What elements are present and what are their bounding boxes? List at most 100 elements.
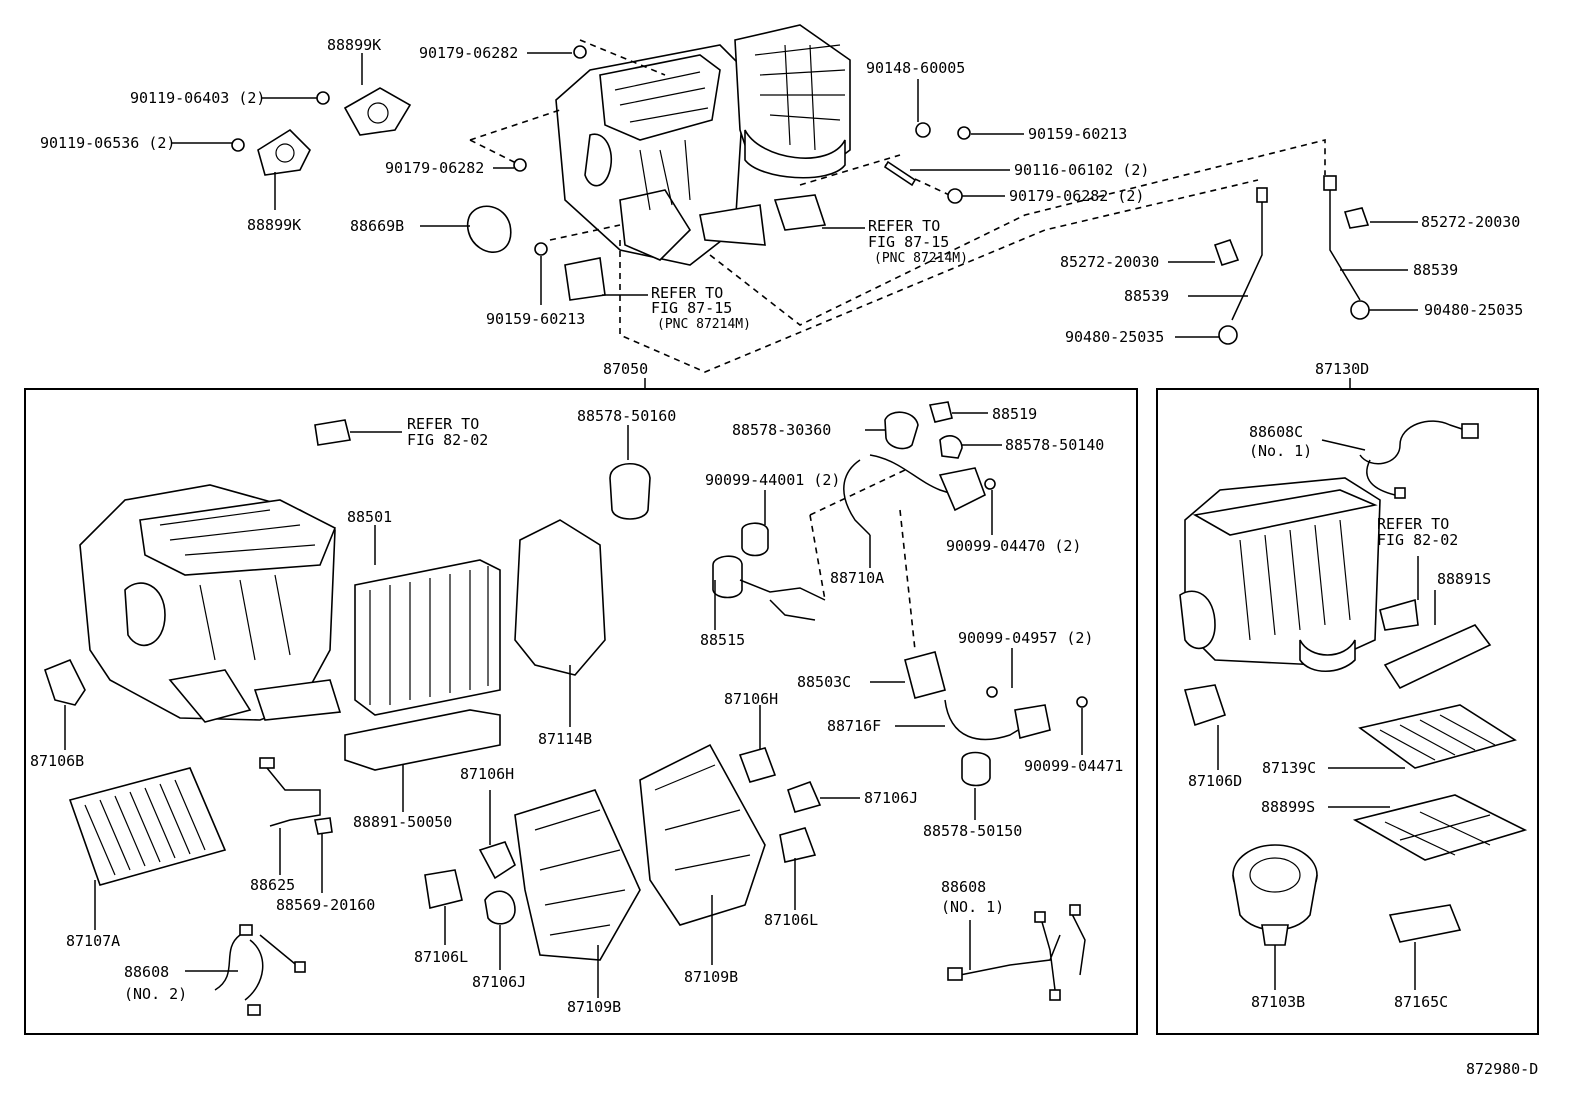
dashed-leader [619,179,1259,373]
clip-88519-icon [928,401,953,423]
bolt-icon [957,126,971,140]
label-87114B: 87114B [538,730,592,748]
label-87106L-a: 87106L [414,948,468,966]
label-87165C: 87165C [1394,993,1448,1011]
label-90480-25035-a: 90480-25035 [1424,301,1523,319]
label-88899K-bottom: 88899K [247,216,301,234]
label-88608C-sub: (No. 1) [1249,442,1312,460]
amplifier-87165C-icon [1388,904,1462,943]
gasket-88899K-icon [343,87,412,136]
label-88891S: 88891S [1437,570,1491,588]
label-88625: 88625 [250,876,295,894]
label-90159-60213-b: 90159-60213 [486,310,585,328]
label-87106H-b: 87106H [724,690,778,708]
dashed-leader [469,139,521,166]
label-87109B-b: 87109B [684,968,738,986]
group-box-87130D [1156,388,1539,1035]
expansion-valve-88515-icon [712,522,826,621]
actuator-87106L-a-icon [424,869,463,909]
stud-bolt-icon [883,160,917,187]
nut-icon [573,45,587,59]
label-90179-06282-c: 90179-06282 (2) [1009,187,1144,205]
label-88503C: 88503C [797,673,851,691]
bolt-icon [316,91,330,105]
bolt-icon [231,138,245,152]
actuator-87106J-b-icon [787,780,822,813]
label-88608-no2: 88608 [124,963,169,981]
label-88899S: 88899S [1261,798,1315,816]
label-88608-no1: 88608 [941,878,986,896]
label-88539-b: 88539 [1124,287,1169,305]
label-87106J-a: 87106J [472,973,526,991]
nut-icon [915,122,931,138]
duct-87109B-b-icon [639,743,766,926]
label-90119-06403: 90119-06403 (2) [130,89,265,107]
evaporator-88501-icon [354,559,501,716]
actuator-87106J-a-icon [484,890,516,925]
refer-87-15-a-line1: REFER TO [868,217,940,235]
refer-87-15-a-line2: FIG 87-15 [868,233,949,251]
resistor-87106D-icon [1183,684,1227,727]
dashed-leader [709,138,1326,326]
blower-unit-87130D-illustration [1179,477,1381,672]
label-90099-04957: 90099-04957 (2) [958,629,1093,647]
label-85272-20030-a: 85272-20030 [1421,213,1520,231]
duct-87109B-a-icon [514,789,641,961]
label-90480-25035-b: 90480-25035 [1065,328,1164,346]
bolt-icon [534,242,548,256]
dashed-leader [579,39,666,76]
dashed-leader [809,469,916,651]
seal-88891S-icon [1383,624,1492,690]
label-88710A: 88710A [830,569,884,587]
label-90179-06282-a: 90179-06282 [419,44,518,62]
grommet-90480-icon [1350,300,1370,320]
clip-icon [314,419,351,446]
label-88891-50050: 88891-50050 [353,813,452,831]
label-88669B: 88669B [350,217,404,235]
filter-frame-88899S-icon [1352,794,1528,861]
blower-motor-87103B-icon [1232,844,1318,946]
seal-88669B-icon [466,205,512,253]
duct-87214M-icon [773,194,827,231]
refer-87-15-b-line2: FIG 87-15 [651,299,732,317]
sensor-88503C-icon [904,651,946,699]
label-87103B: 87103B [1251,993,1305,1011]
label-90116-06102: 90116-06102 (2) [1014,161,1149,179]
label-87106H-a: 87106H [460,765,514,783]
dashed-leader [549,224,621,241]
actuator-87106B-icon [44,658,86,706]
actuator-87106H-a-icon [478,841,517,880]
nut-icon [947,188,963,204]
label-87106J-b: 87106J [864,789,918,807]
label-87050: 87050 [603,360,648,378]
actuator-87106L-b-icon [779,827,817,863]
clip-85272-icon [1343,207,1370,229]
label-90099-44001: 90099-44001 (2) [705,471,840,489]
label-87106L-b: 87106L [764,911,818,929]
filter-87139C-icon [1358,704,1517,769]
cover-87114B-icon [514,519,606,676]
clip-85272-icon [1213,239,1240,266]
actuator-87106H-b-icon [738,747,777,783]
refer-87-15-a-line3: (PNC 87214M) [874,251,968,266]
duct-87214M-icon [564,257,606,301]
refer-82-02-b-line2: FIG 82-02 [1377,531,1458,549]
harness-88608-no2-icon [214,924,306,1016]
pipe-88710A-icon [843,454,986,536]
label-90148-60005: 90148-60005 [866,59,965,77]
label-87106B: 87106B [30,752,84,770]
grommet-90480-icon [1218,325,1238,345]
refer-87-15-b-line3: (PNC 87214M) [657,317,751,332]
harness-88608C-icon [1359,420,1479,499]
refer-82-02-a-line2: FIG 82-02 [407,431,488,449]
label-90099-04470: 90099-04470 (2) [946,537,1081,555]
dashed-leader [469,109,561,141]
label-88578-50140: 88578-50140 [1005,436,1104,454]
label-88569-20160: 88569-20160 [276,896,375,914]
heater-core-87107A-icon [68,767,227,886]
label-87109B-a: 87109B [567,998,621,1016]
harness-88608-no1-icon [947,904,1086,1001]
sensor-wire-88539-icon [1329,185,1361,301]
harness-88716F-icon [944,699,1036,741]
